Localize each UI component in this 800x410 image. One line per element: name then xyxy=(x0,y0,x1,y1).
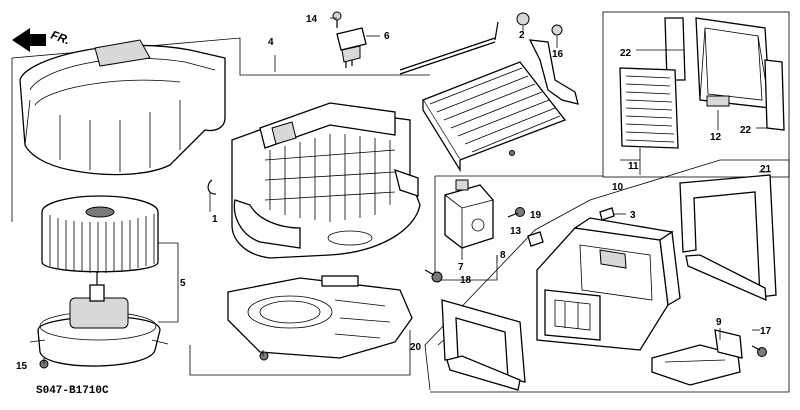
callout-2: 2 xyxy=(519,30,525,41)
control-rod xyxy=(399,12,579,105)
callout-11: 11 xyxy=(628,161,639,172)
callout-10: 10 xyxy=(612,182,624,193)
direction-label: FR. xyxy=(49,28,72,48)
blower-case-lower xyxy=(227,275,413,359)
blower-fan-wheel xyxy=(41,195,159,273)
front-arrow-icon xyxy=(12,28,46,52)
blower-motor xyxy=(29,272,169,367)
blower-case-main xyxy=(231,102,421,259)
callout-4: 4 xyxy=(268,37,274,48)
callout-9: 9 xyxy=(716,317,722,328)
evaporator-seals-lower xyxy=(441,299,526,391)
callout-15: 15 xyxy=(16,361,28,372)
callout-3: 3 xyxy=(630,210,636,221)
blower-housing-upper xyxy=(19,39,226,176)
callout-22-upper: 22 xyxy=(620,48,632,59)
callout-22-lower: 22 xyxy=(740,125,752,136)
callout-5: 5 xyxy=(180,278,186,289)
leader-lines xyxy=(43,17,770,364)
callout-18: 18 xyxy=(460,275,472,286)
front-direction-indicator: FR. xyxy=(12,28,72,52)
callout-13: 13 xyxy=(510,226,522,237)
evaporator-seals-upper xyxy=(679,174,777,302)
callout-14: 14 xyxy=(306,14,318,25)
callout-8: 8 xyxy=(500,250,506,261)
cabin-filter-group xyxy=(619,17,785,149)
callout-21: 21 xyxy=(760,164,772,175)
evaporator-core xyxy=(422,61,567,173)
callout-labels: 1 2 3 4 5 6 7 8 9 10 11 12 13 14 15 16 1… xyxy=(16,14,772,372)
servo-group-box xyxy=(434,176,498,281)
evaporator-case xyxy=(536,217,681,351)
callout-19: 19 xyxy=(530,210,542,221)
clip-three xyxy=(599,207,615,221)
drain-tray xyxy=(651,329,743,386)
bottom-group-line xyxy=(189,330,411,376)
clip-part xyxy=(207,179,217,195)
resistor-assembly xyxy=(332,11,367,68)
callout-12: 12 xyxy=(710,132,722,143)
callout-17: 17 xyxy=(760,326,772,337)
diagram-code: S047-B1710C xyxy=(36,385,109,397)
filter-group-box xyxy=(602,11,790,178)
callout-16: 16 xyxy=(552,49,564,60)
callout-7: 7 xyxy=(458,262,464,273)
callout-1: 1 xyxy=(212,214,218,225)
callout-20: 20 xyxy=(410,342,422,353)
callout-6: 6 xyxy=(384,31,390,42)
mode-servo-motor xyxy=(444,179,494,249)
